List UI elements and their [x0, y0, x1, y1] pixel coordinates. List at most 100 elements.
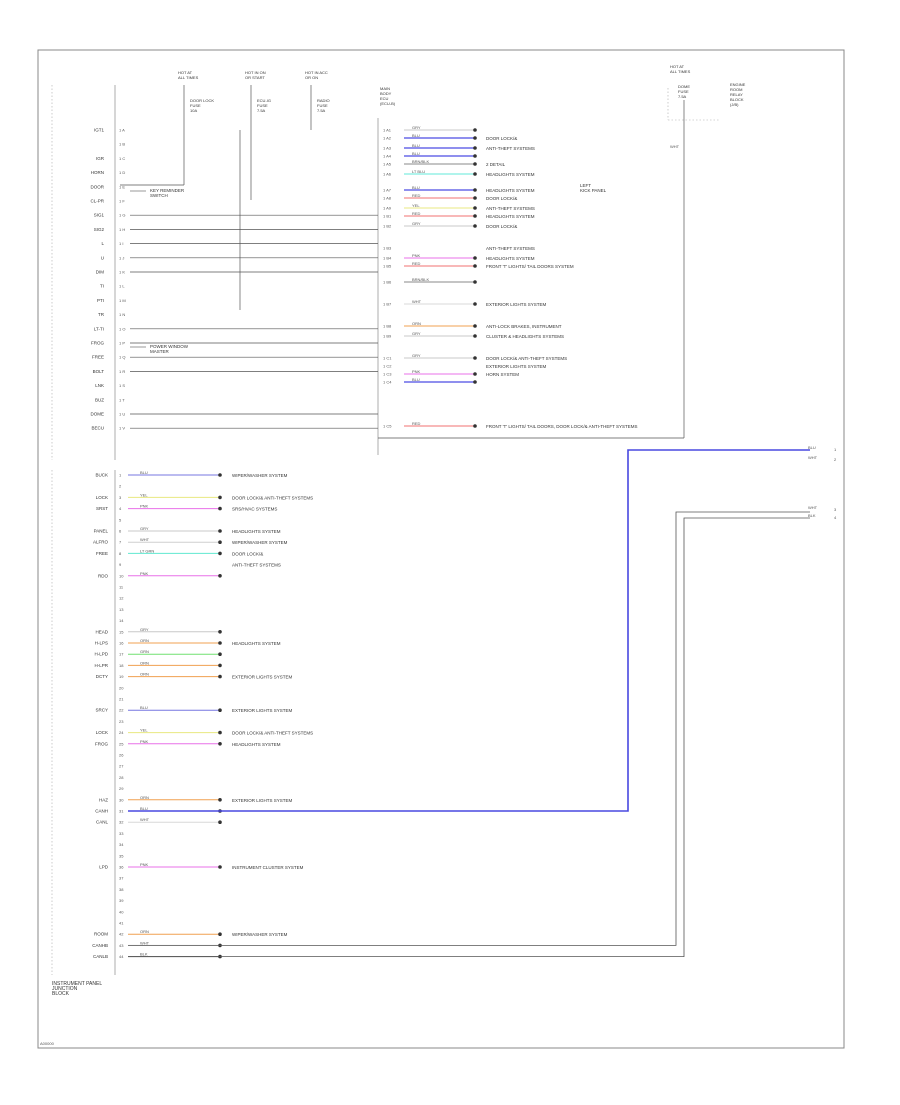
pin-number: 43 [119, 943, 124, 948]
fuse-feed-label: ALL TIMES [178, 75, 199, 80]
wire-terminal [218, 663, 222, 668]
connector-pin: 1 B7 [383, 302, 392, 307]
pin-signal-name: TI [100, 284, 104, 289]
wire-terminal [473, 256, 477, 260]
connector-pin: 1 C4 [383, 380, 392, 385]
pin-signal-name: LT-TI [94, 326, 104, 331]
pin-number: 42 [119, 932, 124, 937]
diagram-frame [37, 49, 845, 1049]
pin-signal-name: HEAD [95, 629, 108, 634]
body-ecu-title: MAIN [380, 86, 390, 91]
right-feed-pin: WHT [670, 144, 680, 149]
wire-destination: HEADLIGHTS SYSTEM [232, 529, 281, 534]
wire-terminal [218, 820, 222, 824]
pin-number: 22 [119, 708, 124, 713]
can-bus-wire [128, 511, 810, 946]
wire-destination: FRONT 'T' LIGHTS/ TAIL DOORS SYSTEM [486, 264, 574, 269]
fuse-name: DOOR LOCK [190, 98, 214, 103]
switch-note: KEY REMINDER [150, 188, 185, 193]
pin-signal-name: ALFRO [93, 540, 109, 545]
pin-number: 25 [119, 741, 124, 746]
pin-number: 32 [119, 820, 124, 825]
connector-pin: 1 C3 [383, 372, 392, 377]
wire-color-code: BRN/BLK [412, 159, 429, 164]
pin-signal-name: FROG [91, 341, 104, 346]
pin-signal-name: SIG2 [94, 227, 105, 232]
pin-number: 1 I [119, 241, 123, 246]
wire-color-code: GRN [140, 649, 149, 654]
wire-terminal [473, 324, 477, 328]
wire-color-code: BLU [140, 806, 148, 811]
wire-color-code: BLU [140, 705, 148, 710]
pin-signal-name: PTI [97, 298, 104, 303]
switch-note: SWITCH [150, 193, 168, 198]
connector-pin: 1 B9 [383, 334, 392, 339]
pin-number: 39 [119, 898, 124, 903]
output-pin: 4 [834, 515, 837, 520]
connector-pin: 1 A1 [383, 128, 392, 133]
wire-destination: DOOR LOCK/& [486, 196, 517, 201]
can-bus-wire [128, 517, 810, 957]
wire-terminal [473, 154, 477, 158]
module-title: BLOCK [52, 991, 70, 997]
wire-color-code: BLU [412, 377, 420, 382]
fuse-feed-label: OR START [245, 75, 265, 80]
connector-pin: 1 A7 [383, 188, 392, 193]
pin-number: 1 V [119, 426, 125, 431]
fuse-name: FUSE [190, 103, 201, 108]
pin-signal-name: CANLB [93, 954, 108, 959]
wire-terminal [218, 932, 222, 936]
wire-terminal [473, 188, 477, 192]
wire-color-code: GRY [412, 331, 421, 336]
pin-number: 30 [119, 797, 124, 802]
pin-number: 1 N [119, 312, 125, 317]
pin-number: 44 [119, 954, 124, 959]
wire-destination: HEADLIGHTS SYSTEM [486, 172, 535, 177]
pin-signal-name: SIG1 [94, 213, 105, 218]
wire-color-code: ORN [140, 672, 149, 677]
wire-destination: DOOR LOCK/& [486, 136, 517, 141]
wire-terminal [473, 372, 477, 376]
wire-color-code: LT BLU [412, 169, 425, 174]
right-feed-fuse: 7.5A [678, 94, 687, 99]
wire-color-code: WHT [140, 817, 150, 822]
pin-signal-name: BOLT [93, 369, 105, 374]
wire-destination: CLUSTER & HEADLIGHTS SYSTEMS [486, 334, 564, 339]
pin-number: 17 [119, 652, 124, 657]
body-ecu-title: ECU [380, 96, 389, 101]
wire-color-code: BRN/BLK [412, 277, 429, 282]
pin-number: 27 [119, 764, 124, 769]
pin-signal-name: RDO [98, 573, 108, 578]
wire-terminal [218, 574, 222, 578]
wire-color-code: ORN [140, 638, 149, 643]
wire-terminal [473, 162, 477, 166]
wire-color-code: RED [412, 193, 421, 198]
pin-number: 1 S [119, 383, 125, 388]
wire-color-code: GRY [412, 125, 421, 130]
wire-destination: ANTI-THEFT SYSTEMS [486, 206, 535, 211]
pin-signal-name: U [101, 255, 104, 260]
wire-terminal [218, 652, 222, 656]
pin-number: 20 [119, 685, 124, 690]
right-feed-label: ALL TIMES [670, 69, 691, 74]
connector-pin: 1 A5 [383, 162, 392, 167]
connector-pin: 1 B1 [383, 214, 392, 219]
pin-number: 9 [119, 562, 122, 567]
right-feed-fuse: FUSE [678, 89, 689, 94]
wire-terminal [473, 380, 477, 384]
wire-destination: EXTERIOR LIGHTS SYSTEM [232, 675, 293, 680]
pin-signal-name: TR [98, 312, 105, 317]
pin-signal-name: H-LPS [95, 641, 108, 646]
pin-number: 1 F [119, 199, 125, 204]
pin-number: 33 [119, 831, 124, 836]
wire-color-code: GRY [140, 526, 149, 531]
page-reference: A00000 [40, 1041, 55, 1046]
wire-terminal [473, 196, 477, 200]
wire-terminal [473, 424, 477, 428]
pin-signal-name: LOCK [96, 730, 108, 735]
connector-pin: 1 C5 [383, 424, 392, 429]
wire-destination: DOOR LOCK/& ANTI-THEFT SYSTEMS [486, 356, 567, 361]
